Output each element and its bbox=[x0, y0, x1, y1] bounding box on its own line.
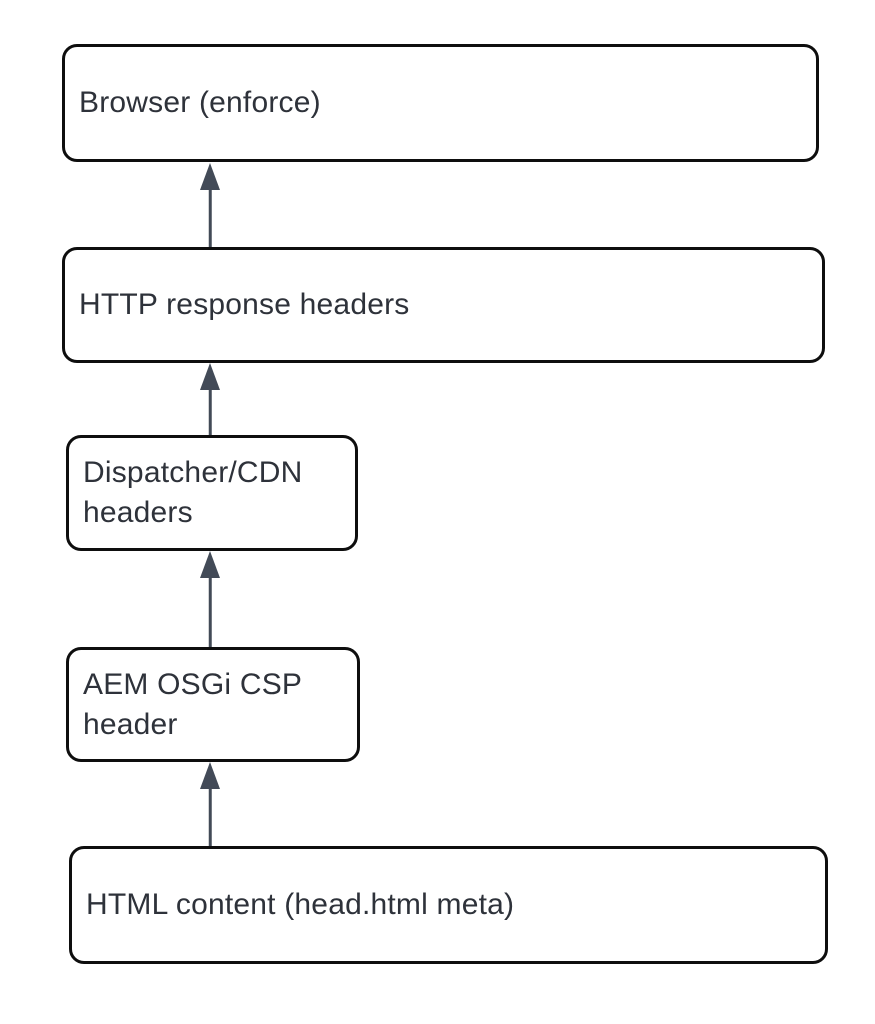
arrow-shaft bbox=[208, 565, 212, 647]
node-html-content-label: HTML content (head.html meta) bbox=[86, 888, 515, 921]
node-aem-osgi-csp-header-label: AEM OSGi CSP header bbox=[83, 667, 302, 741]
node-aem-osgi-csp-header: AEM OSGi CSP header bbox=[66, 647, 360, 762]
arrow-up-icon bbox=[200, 762, 220, 789]
arrow-shaft bbox=[208, 177, 212, 247]
arrow-http-to-browser bbox=[199, 163, 221, 247]
node-dispatcher-cdn-headers: Dispatcher/CDN headers bbox=[66, 435, 358, 551]
node-html-content: HTML content (head.html meta) bbox=[69, 846, 828, 964]
arrow-osgi-to-dispatcher bbox=[199, 551, 221, 647]
node-dispatcher-cdn-headers-label: Dispatcher/CDN headers bbox=[83, 456, 303, 529]
arrow-html-to-osgi bbox=[199, 762, 221, 846]
arrow-dispatcher-to-http bbox=[199, 363, 221, 435]
arrow-up-icon bbox=[200, 551, 220, 578]
arrow-up-icon bbox=[200, 163, 220, 190]
arrow-shaft bbox=[208, 776, 212, 846]
node-http-response-headers-label: HTTP response headers bbox=[79, 288, 410, 321]
node-browser-label: Browser (enforce) bbox=[79, 86, 321, 119]
node-http-response-headers: HTTP response headers bbox=[62, 247, 825, 363]
arrow-up-icon bbox=[200, 363, 220, 390]
arrow-shaft bbox=[208, 377, 212, 435]
node-browser: Browser (enforce) bbox=[62, 44, 819, 162]
